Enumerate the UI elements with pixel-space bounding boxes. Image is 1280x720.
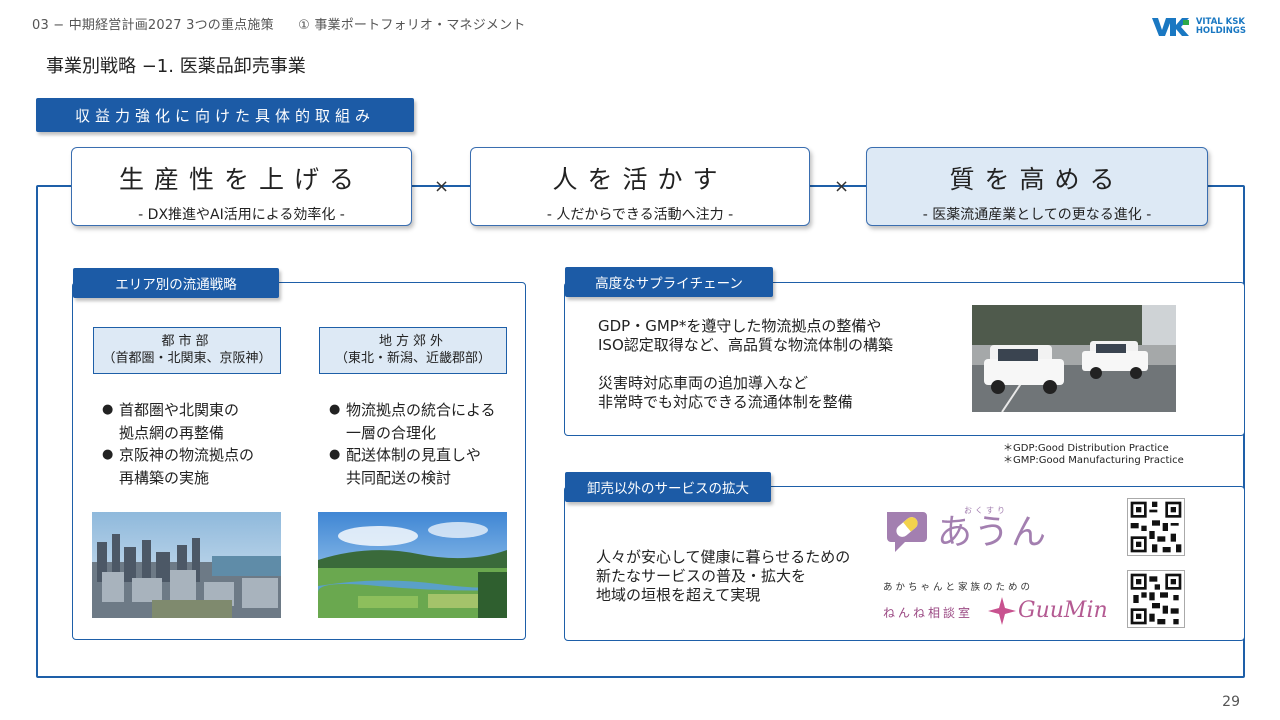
nenne-tagline: あかちゃんと家族のための [883,582,1034,593]
footnote-gmp: ＊GMP:Good Manufacturing Practice [1003,455,1184,466]
rural-landscape-photo [318,512,507,618]
pillar-productivity: 生産性を上げる - DX推進やAI活用による効率化 - [71,147,412,226]
pillar-subtitle: - DX推進やAI活用による効率化 - [138,207,345,223]
area-strategy-tag: エリア別の流通戦略 [73,268,279,298]
breadcrumb: 03 − 中期経営計画2027 3つの重点施策 ① 事業ポートフォリオ・マネジメ… [32,14,526,33]
suburban-regions: （東北・新潟、近畿郡部） [334,351,491,366]
section-label: 収益力強化に向けた具体的取組み [36,98,414,132]
qr-code-icon [1128,571,1184,627]
urban-name: 都市部 [161,334,213,349]
breadcrumb-topic: ① 事業ポートフォリオ・マネジメント [298,18,526,33]
times-symbol: × [434,176,450,197]
aun-small-label: おくすり [964,506,1008,515]
qr-code-guumin[interactable] [1127,570,1185,628]
services-text: 人々が安心して健康に暮らせるための 新たなサービスの普及・拡大を 地域の垣根を超… [596,548,851,604]
company-logo: VITAL KSK HOLDINGS [1151,16,1246,38]
guumin-logo: GuuMin [1018,598,1108,623]
pillar-people: 人を活かす - 人だからできる活動へ注力 - [470,147,810,226]
urban-regions: （首都圏・北関東、京阪神） [102,351,272,366]
pillar-title: 生産性を上げる [118,165,364,194]
pillar-subtitle: - 人だからできる活動へ注力 - [546,207,734,223]
suburban-region-box: 地方郊外 （東北・新潟、近畿郡部） [319,327,507,374]
qr-code-icon [1128,499,1184,555]
aun-name: あうん [937,513,1049,553]
logo-line2: HOLDINGS [1195,26,1246,36]
pillar-title: 質を高める [949,165,1125,194]
page-number: 29 [1222,694,1240,710]
pillar-title: 人を活かす [552,165,728,194]
footnotes: ＊GDP:Good Distribution Practice ＊GMP:Goo… [1003,443,1184,467]
times-symbol: × [834,176,850,197]
suburban-name: 地方郊外 [378,334,447,349]
supply-chain-tag: 高度なサプライチェーン [565,267,773,297]
vital-ksk-logo-icon [1151,18,1189,36]
nenne-name: ねんね相談室 [883,606,974,620]
logo-line1: VITAL KSK [1195,17,1245,27]
star-icon [988,597,1016,625]
pillar-quality: 質を高める - 医薬流通産業としての更なる進化 - [866,147,1208,226]
footnote-gdp: ＊GDP:Good Distribution Practice [1003,443,1169,454]
aun-logo: あうん [883,504,1048,555]
qr-code-aun[interactable] [1127,498,1185,556]
services-tag: 卸売以外のサービスの拡大 [565,472,771,502]
aun-pill-icon [887,511,927,552]
urban-region-box: 都市部 （首都圏・北関東、京阪神） [93,327,281,374]
pillar-subtitle: - 医薬流通産業としての更なる進化 - [922,207,1152,223]
breadcrumb-section: 03 − 中期経営計画2027 3つの重点施策 [32,18,274,33]
urban-cityscape-photo [92,512,281,618]
page-title: 事業別戦略 −1. 医薬品卸売事業 [46,56,306,77]
emergency-vehicle-photo [972,305,1176,412]
